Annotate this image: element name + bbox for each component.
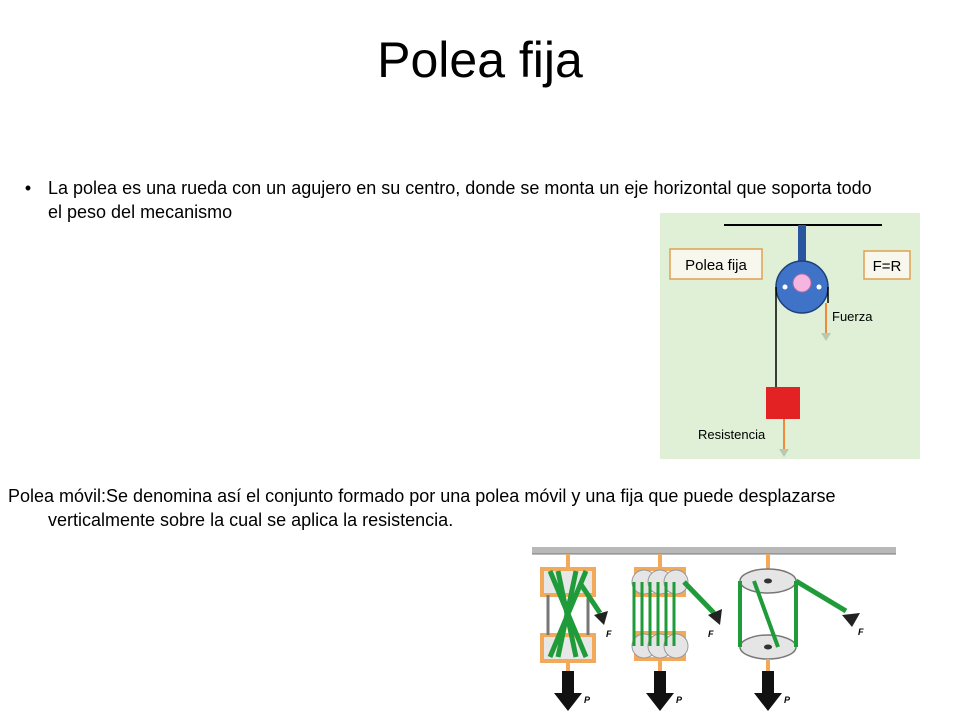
resistance-block [766,387,800,419]
force-label-3: F [858,627,864,637]
upper-axle-3 [764,578,772,584]
pull-rope-3 [794,578,848,614]
ropes-green-3 [738,580,798,648]
pulley-system-3: F P [738,554,864,711]
pulley-bolt-right [816,284,822,290]
label-f-equals-r: F=R [873,258,902,275]
label-box-polea-fija [669,248,763,280]
resistance-arrow-head [779,449,789,457]
moving-pulley-diagram: F P F P [532,547,896,711]
lower-block-1 [540,633,596,663]
force-label-2: F [708,629,714,639]
ceiling-hatch [532,547,896,554]
ropes-green-2 [632,582,676,646]
weight-shaft-3 [762,671,774,693]
pull-rope-1 [577,581,603,615]
weight-shaft-2 [654,671,666,693]
moving-pulley-figure: F P F P [528,545,900,720]
force-label-1: F [606,629,612,639]
label-polea-fija: Polea fija [685,257,747,274]
ropes-green-1 [547,570,589,658]
bullet-item: • La polea es una rueda con un agujero e… [8,176,878,224]
fixed-pulley-figure: Polea fija F=R Fuerza Resistencia [660,213,920,459]
weight-arrow-1 [554,693,582,711]
force-arrow-3 [842,613,860,627]
force-arrow-1 [594,611,608,625]
moving-pulley-paragraph: Polea móvil:Se denomina así el conjunto … [8,486,836,530]
fixed-pulley-diagram: Polea fija F=R Fuerza Resistencia [669,224,911,457]
page-title: Polea fija [377,32,583,88]
mount-rod [798,225,806,285]
label-box-f-equals-r [863,250,911,280]
bullet-marker: • [24,178,32,198]
force-arrow-2 [708,609,722,625]
pulley-bolt-left [782,284,788,290]
label-fuerza: Fuerza [832,309,873,324]
pulley-axle [792,273,812,293]
label-resistencia: Resistencia [698,427,766,442]
weight-label-3: P [784,695,791,705]
bullet-text: La polea es una rueda con un agujero en … [48,178,872,222]
pulley-system-1: F P [540,554,612,711]
pulley-system-2: F P [631,554,722,711]
lower-axle-3 [764,644,772,650]
weight-shaft-1 [562,671,574,693]
weight-label-2: P [676,695,683,705]
weight-arrow-2 [646,693,674,711]
pull-rope-2 [682,580,716,615]
upper-pulley-2c [663,569,689,595]
force-arrow-head [821,333,831,341]
lower-pulley-2c [663,633,689,659]
weight-arrow-3 [754,693,782,711]
weight-label-1: P [584,695,591,705]
